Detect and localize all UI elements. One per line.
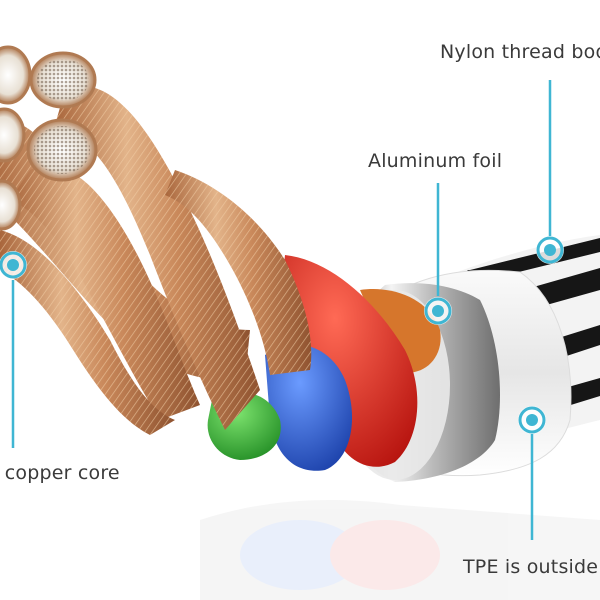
red-wire [280, 255, 418, 467]
copper-end-caps [0, 45, 98, 231]
label-copper-core: l copper core [0, 462, 120, 484]
copper-strands [0, 86, 312, 435]
label-tpe-outside: TPE is outside [463, 556, 599, 578]
callout-foil [424, 183, 452, 325]
label-nylon-thread: Nylon thread bod [440, 41, 600, 63]
callout-nylon [536, 80, 564, 264]
blue-wire [265, 344, 353, 471]
cable-reflection [200, 500, 600, 600]
label-aluminum-foil: Aluminum foil [368, 150, 503, 172]
inner-orange-wire [360, 289, 441, 373]
callout-tpe [518, 406, 546, 540]
callout-copper [0, 251, 27, 448]
